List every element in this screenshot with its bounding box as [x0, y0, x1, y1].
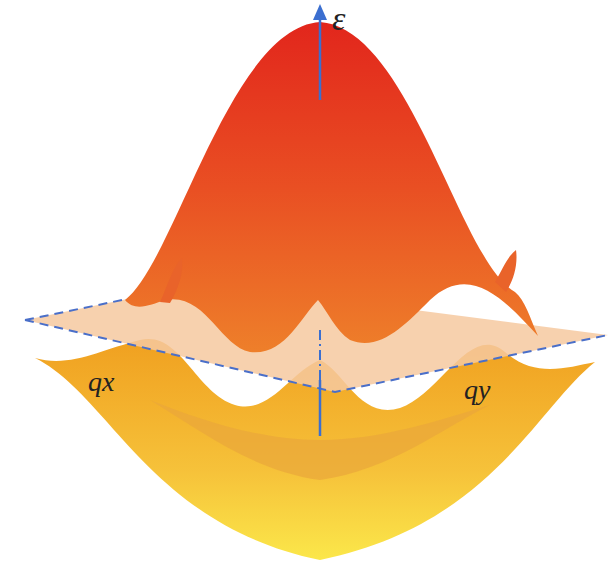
energy-axis: [319, 380, 322, 436]
upper-band-horn: [160, 258, 182, 303]
axis-label: qy: [464, 376, 490, 404]
energy-axis: [319, 18, 322, 100]
axis-label: qx: [88, 368, 114, 396]
axis-arrowhead: [313, 4, 327, 20]
energy-axis: [319, 330, 321, 380]
upper-band: [125, 22, 538, 352]
energy-label: ε: [332, 2, 345, 36]
upper-band-horn: [495, 250, 517, 292]
